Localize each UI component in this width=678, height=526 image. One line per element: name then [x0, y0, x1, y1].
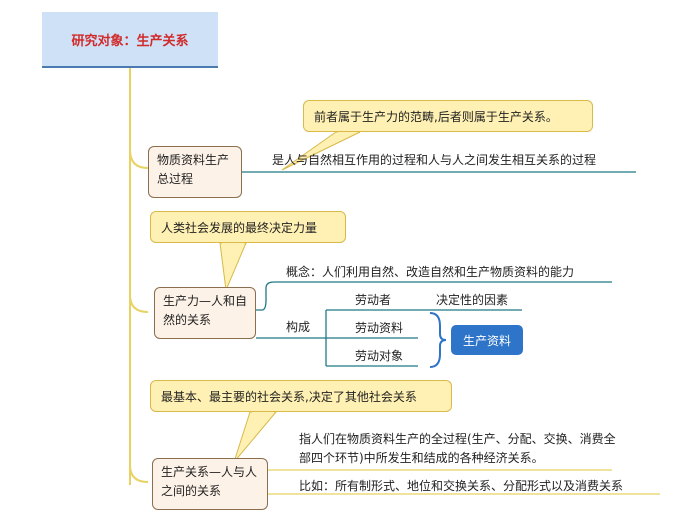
root-topic[interactable]: 研究对象：生产关系: [42, 12, 218, 68]
relations-example: 比如：所有制形式、地位和交换关系、分配形式以及消费关系: [299, 479, 624, 493]
detail-process-description: 是人与自然相互作用的过程和人与人之间发生相互关系的过程: [272, 153, 597, 167]
component-laborer: 劳动者: [355, 293, 392, 307]
node-material-production-process[interactable]: 物质资料生产总过程: [148, 146, 242, 198]
callout-productive-forces-note[interactable]: 前者属于生产力的范畴,后者则属于生产关系。: [303, 100, 593, 132]
means-of-production-badge[interactable]: 生产资料: [451, 325, 523, 355]
composition-label: 构成: [286, 320, 311, 334]
concept-definition: 概念：人们利用自然、改造自然和生产物质资料的能力: [286, 265, 575, 279]
component-means-of-labor: 劳动资料: [355, 321, 404, 335]
badge-label: 生产资料: [462, 333, 511, 348]
callout-text: 人类社会发展的最终决定力量: [161, 220, 318, 235]
callout-text: 前者属于生产力的范畴,后者则属于生产关系。: [314, 109, 558, 124]
relations-definition: 指人们在物质资料生产的全过程(生产、分配、交换、消费全部四个环节)中所发生和结成…: [299, 432, 616, 465]
root-title: 研究对象：生产关系: [71, 33, 189, 49]
component-object-of-labor: 劳动对象: [355, 349, 404, 363]
node-label: 生产关系—人与人之间的关系: [161, 465, 258, 498]
callout-decisive-force[interactable]: 人类社会发展的最终决定力量: [150, 211, 346, 243]
callout-basic-social-relations[interactable]: 最基本、最主要的社会关系,决定了其他社会关系: [150, 380, 452, 412]
node-productive-forces[interactable]: 生产力—人和自然的关系: [154, 287, 256, 339]
decisive-factor-note: 决定性的因素: [436, 293, 509, 307]
node-label: 生产力—人和自然的关系: [163, 294, 248, 327]
node-relations-of-production[interactable]: 生产关系—人与人之间的关系: [152, 458, 268, 510]
node-label: 物质资料生产总过程: [157, 153, 230, 186]
callout-text: 最基本、最主要的社会关系,决定了其他社会关系: [161, 389, 417, 404]
